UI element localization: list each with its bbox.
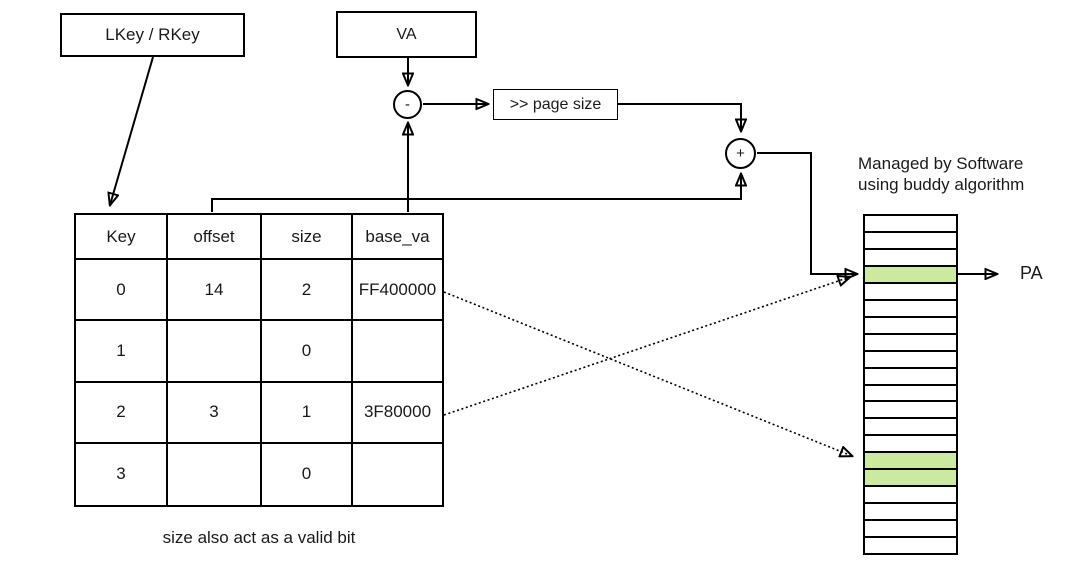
lkey-rkey-box: LKey / RKey <box>60 13 245 57</box>
memory-column <box>863 214 958 555</box>
memory-cell <box>865 504 956 522</box>
memory-cell <box>865 318 956 335</box>
page-size-shift-label: >> page size <box>509 95 602 113</box>
table-cell-baseva-3 <box>353 444 442 505</box>
table-cell-offset-2: 3 <box>168 382 262 444</box>
memory-cell <box>865 419 956 437</box>
table-caption: size also act as a valid bit <box>162 528 356 547</box>
table-cell-baseva-2: 3F80000 <box>353 383 442 444</box>
dotted-arrow-ff400000-to-memory <box>443 291 852 456</box>
memory-cell <box>865 335 956 352</box>
memory-cell-allocated <box>865 470 956 488</box>
memory-cell <box>865 521 956 539</box>
memory-cell <box>865 369 956 386</box>
arrow-lkey-to-table <box>110 56 154 205</box>
software-note-line2: using buddy algorithm <box>858 175 1025 194</box>
memory-cell <box>865 386 956 403</box>
memory-cell-allocated <box>865 453 956 471</box>
table-cell-size-0: 2 <box>262 260 353 322</box>
table-cell-size-1: 0 <box>262 321 353 383</box>
memory-cell-allocated <box>865 266 956 284</box>
table-cell-offset-3 <box>168 443 262 505</box>
pa-label: PA <box>1020 263 1043 283</box>
table-cell-key-2: 2 <box>76 382 168 444</box>
table-cell-offset-0: 14 <box>168 260 262 322</box>
plus-operator-label: + <box>736 145 745 162</box>
memory-cell <box>865 436 956 454</box>
memory-cell <box>865 402 956 420</box>
table-cell-size-3: 0 <box>262 443 353 505</box>
table-cell-key-3: 3 <box>76 443 168 505</box>
software-note-line1: Managed by Software <box>858 154 1024 173</box>
memory-cell <box>865 301 956 318</box>
memory-cell <box>865 250 956 267</box>
minus-operator: - <box>393 90 422 119</box>
page-size-shift-box: >> page size <box>493 89 618 120</box>
table-cell-baseva-1 <box>353 321 442 383</box>
va-label: VA <box>396 25 417 43</box>
plus-operator: + <box>725 138 756 169</box>
key-table-header-size: size <box>262 215 353 260</box>
table-cell-key-0: 0 <box>76 260 168 322</box>
table-cell-baseva-0: FF400000 <box>353 260 442 322</box>
key-table-header-offset: offset <box>168 215 262 260</box>
dotted-arrow-3f80000-to-memory <box>443 277 850 416</box>
memory-cell <box>865 233 956 250</box>
lkey-rkey-label: LKey / RKey <box>105 25 200 44</box>
minus-operator-label: - <box>405 96 410 113</box>
va-box: VA <box>336 11 477 58</box>
key-table-header-key: Key <box>76 215 168 260</box>
memory-cell <box>865 216 956 233</box>
table-cell-size-2: 1 <box>262 382 353 444</box>
table-cell-key-1: 1 <box>76 321 168 383</box>
line-plus-to-memory <box>757 152 857 274</box>
table-cell-offset-1 <box>168 321 262 383</box>
key-table-header-baseva: base_va <box>353 215 442 260</box>
line-offset-to-plus <box>211 174 741 212</box>
key-table: Key offset size base_va 0 14 2 FF400000 … <box>74 213 444 507</box>
memory-cell <box>865 538 956 553</box>
memory-cell <box>865 352 956 369</box>
line-pagesize-to-plus <box>618 103 741 131</box>
software-note: Managed by Software using buddy algorith… <box>858 153 1024 195</box>
memory-cell <box>865 487 956 505</box>
memory-cell <box>865 284 956 301</box>
